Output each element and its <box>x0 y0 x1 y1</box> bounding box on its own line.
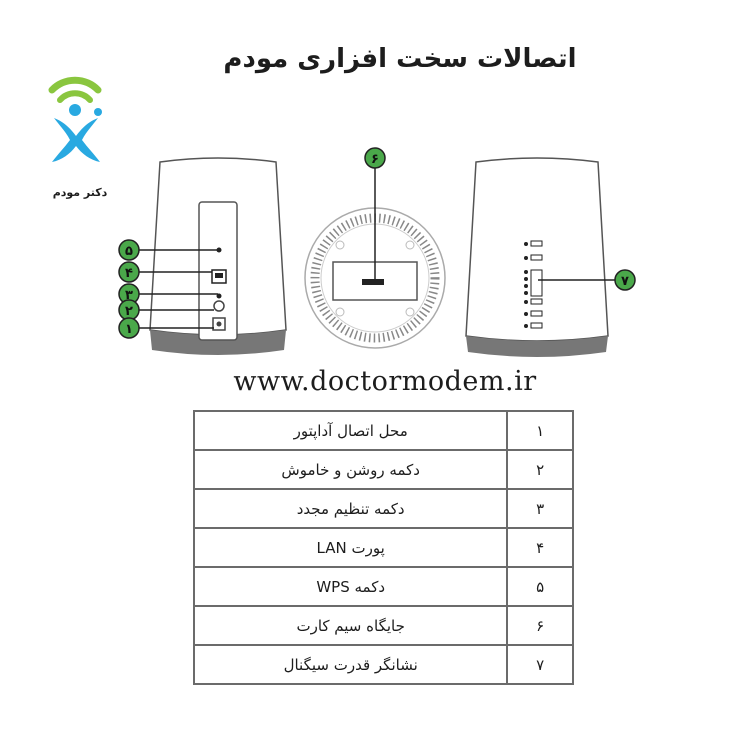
doctor-modem-logo <box>48 76 102 162</box>
svg-text:۶: ۶ <box>371 152 379 167</box>
row-number: ۲ <box>506 449 574 490</box>
row-number: ۱ <box>506 410 574 451</box>
x-person-icon <box>52 104 100 162</box>
logo-text: دکتر مودم <box>52 186 108 199</box>
svg-text:۵: ۵ <box>125 244 133 259</box>
callout-5: ۵ <box>118 239 140 261</box>
svg-text:۳: ۳ <box>125 288 133 303</box>
row-description: دکمه تنظیم مجدد <box>192 488 509 529</box>
table-row: محل اتصال آداپتور ۱ <box>192 410 574 451</box>
svg-text:۱: ۱ <box>125 322 133 337</box>
modem-bottom-view <box>304 168 446 349</box>
row-number: ۶ <box>506 605 574 646</box>
table-row: دکمه تنظیم مجدد ۳ <box>192 488 574 529</box>
modem-front-view <box>465 157 615 357</box>
callout-1: ۱ <box>118 317 140 339</box>
row-number: ۳ <box>506 488 574 529</box>
row-description: محل اتصال آداپتور <box>192 410 509 451</box>
row-description: دکمه WPS <box>192 566 509 607</box>
callout-2: ۲ <box>118 299 140 321</box>
table-row: پورت LAN ۴ <box>192 527 574 568</box>
svg-text:۲: ۲ <box>125 304 133 319</box>
row-description: جایگاه سیم کارت <box>192 605 509 646</box>
svg-text:۴: ۴ <box>125 266 133 281</box>
row-number: ۴ <box>506 527 574 568</box>
logo-dot-icon <box>94 108 102 116</box>
row-description: پورت LAN <box>192 527 509 568</box>
website-url: www.doctormodem.ir <box>233 366 537 397</box>
table-row: دکمه WPS ۵ <box>192 566 574 607</box>
table-row: نشانگر قدرت سیگنال ۷ <box>192 644 574 685</box>
table-row: دکمه روشن و خاموش ۲ <box>192 449 574 490</box>
modem-back-view <box>138 157 287 355</box>
row-number: ۷ <box>506 644 574 685</box>
wifi-icon <box>48 76 102 103</box>
callout-6: ۶ <box>364 147 386 169</box>
page-title: اتصالات سخت افزاری مودم <box>223 44 577 74</box>
table-row: جایگاه سیم کارت ۶ <box>192 605 574 646</box>
callout-7: ۷ <box>614 269 636 291</box>
callout-4: ۴ <box>118 261 140 283</box>
row-number: ۵ <box>506 566 574 607</box>
row-description: دکمه روشن و خاموش <box>192 449 509 490</box>
hardware-diagram: ۵ ۴ ۳ ۲ ۱ ۶ ۷ <box>118 147 636 357</box>
svg-text:۷: ۷ <box>621 274 629 289</box>
hardware-legend-table: محل اتصال آداپتور ۱ دکمه روشن و خاموش ۲ … <box>192 410 574 685</box>
row-description: نشانگر قدرت سیگنال <box>192 644 509 685</box>
